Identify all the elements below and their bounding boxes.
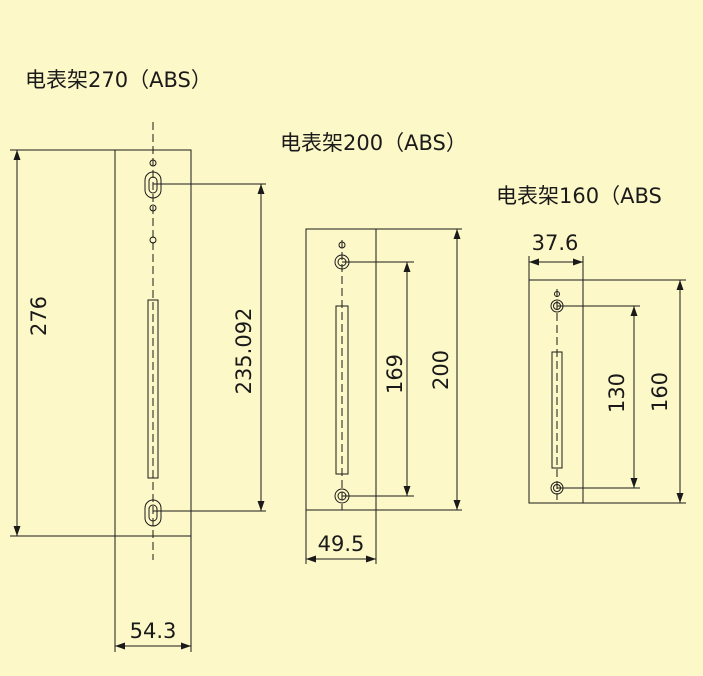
bracket-200-hole <box>338 241 346 249</box>
bracket-200-height-label: 200 <box>429 350 453 390</box>
bracket-200: 电表架200（ABS） 169 200 49.5 <box>280 131 467 564</box>
bracket-160-body <box>528 279 584 504</box>
bracket-200-center-slot <box>335 305 349 475</box>
bracket-270: 电表架270（ABS） 276 235.092 54.3 <box>10 68 266 652</box>
bracket-270-spacing-label: 235.092 <box>232 308 256 395</box>
bracket-200-spacing-label: 169 <box>383 354 407 394</box>
bracket-160-height-label: 160 <box>648 372 672 412</box>
bracket-270-bottom-slot <box>144 499 162 527</box>
bracket-270-hole <box>149 204 157 212</box>
bracket-270-height-label: 276 <box>27 296 51 336</box>
bracket-200-body <box>305 228 377 511</box>
bracket-270-hole <box>149 236 157 244</box>
bracket-160-width-label: 37.6 <box>532 231 579 255</box>
bracket-160: 电表架160（ABS 37.6 130 160 <box>496 184 686 504</box>
bracket-200-width-label: 49.5 <box>318 532 365 556</box>
bracket-270-center-slot <box>147 299 159 479</box>
bracket-270-top-slot <box>144 171 162 199</box>
bracket-270-width-label: 54.3 <box>130 619 177 643</box>
bracket-270-title: 电表架270（ABS） <box>25 68 212 92</box>
bracket-160-center-slot <box>551 351 563 469</box>
bracket-270-hole <box>149 159 157 167</box>
bracket-200-title: 电表架200（ABS） <box>280 131 467 155</box>
bracket-160-spacing-label: 130 <box>605 373 629 413</box>
bracket-160-title: 电表架160（ABS <box>496 184 662 208</box>
bracket-160-hole <box>554 291 560 297</box>
